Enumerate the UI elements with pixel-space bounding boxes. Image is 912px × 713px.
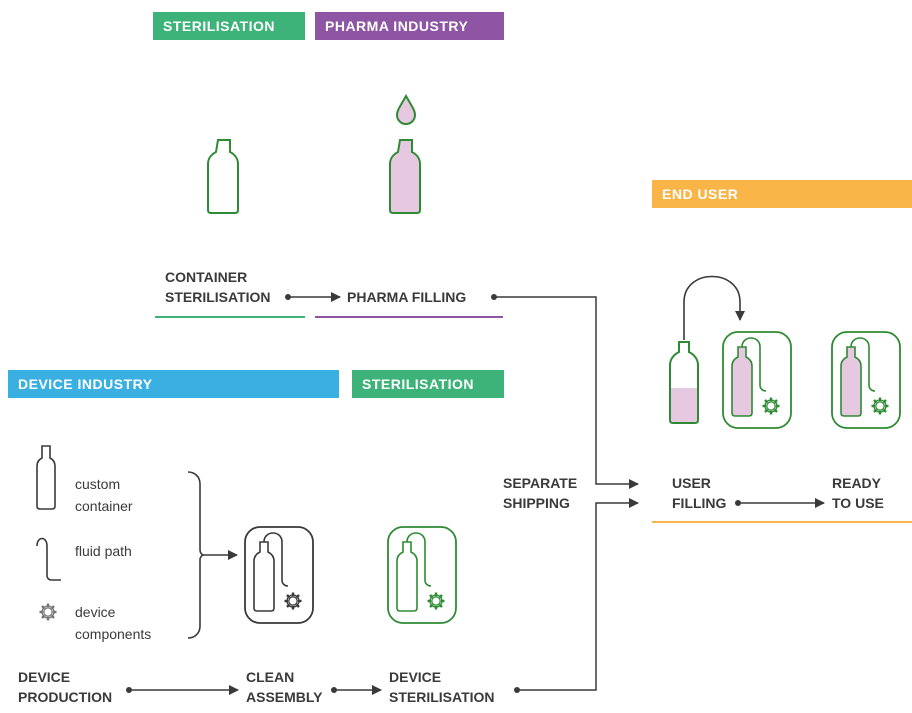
tag-pharma-industry: PHARMA INDUSTRY (315, 12, 504, 40)
droplet-icon (395, 93, 417, 125)
step-user-filling-line2: FILLING (672, 495, 727, 511)
step-clean-assembly-line1: CLEAN (246, 669, 295, 685)
connector-device-to-user (517, 498, 639, 691)
step-pharma-filling: PHARMA FILLING (347, 289, 467, 305)
tag-end-user: END USER (652, 180, 912, 208)
component-device-components-line1: device (75, 604, 116, 620)
device-icon (831, 331, 901, 429)
step-device-production-line2: PRODUCTION (18, 689, 113, 705)
bracket (187, 471, 205, 639)
step-container-sterilisation-line1: CONTAINER (165, 269, 248, 285)
tag-device-industry: DEVICE INDUSTRY (8, 370, 339, 398)
component-fluid-path: fluid path (75, 543, 132, 559)
step-user-filling: USER FILLING (672, 473, 726, 513)
step-device-sterilisation-line2: STERILISATION (389, 689, 495, 705)
component-custom-container: custom container (75, 473, 133, 517)
step-device-production-line1: DEVICE (18, 669, 71, 685)
connector-pharma-to-user (494, 296, 639, 489)
step-separate-shipping: SEPARATE SHIPPING (503, 473, 577, 513)
step-clean-assembly: CLEAN ASSEMBLY (246, 667, 323, 707)
step-ready-to-use-line1: READY (832, 475, 882, 491)
component-device-components-line2: components (75, 626, 152, 642)
custom-container-icon (36, 445, 56, 510)
step-ready-to-use-line2: TO USE (832, 495, 884, 511)
filled-bottle-icon (389, 139, 421, 214)
step-container-sterilisation: CONTAINER STERILISATION (165, 267, 271, 307)
step-container-sterilisation-line2: STERILISATION (165, 289, 271, 305)
device-icon (722, 331, 792, 429)
step-device-production: DEVICE PRODUCTION (18, 667, 112, 707)
step-ready-to-use: READY TO USE (832, 473, 884, 513)
gear-icon (38, 602, 58, 622)
step-device-sterilisation-line1: DEVICE (389, 669, 442, 685)
component-custom-container-line1: custom (75, 476, 121, 492)
transfer-arc (683, 275, 745, 340)
liquid-level (671, 388, 697, 422)
step-user-filling-line1: USER (672, 475, 711, 491)
step-device-sterilisation: DEVICE STERILISATION (389, 667, 495, 707)
step-separate-shipping-line2: SHIPPING (503, 495, 570, 511)
tag-sterilisation-top: STERILISATION (153, 12, 305, 40)
component-device-components: device components (75, 601, 151, 645)
fluid-path-icon (36, 537, 61, 581)
bottle-icon (207, 139, 239, 214)
filled-bottle-icon (669, 341, 699, 424)
tag-sterilisation-bottom: STERILISATION (352, 370, 504, 398)
device-icon (244, 526, 314, 624)
component-custom-container-line2: container (75, 498, 133, 514)
device-icon (387, 526, 457, 624)
step-separate-shipping-line1: SEPARATE (503, 475, 578, 491)
step-clean-assembly-line2: ASSEMBLY (246, 689, 323, 705)
